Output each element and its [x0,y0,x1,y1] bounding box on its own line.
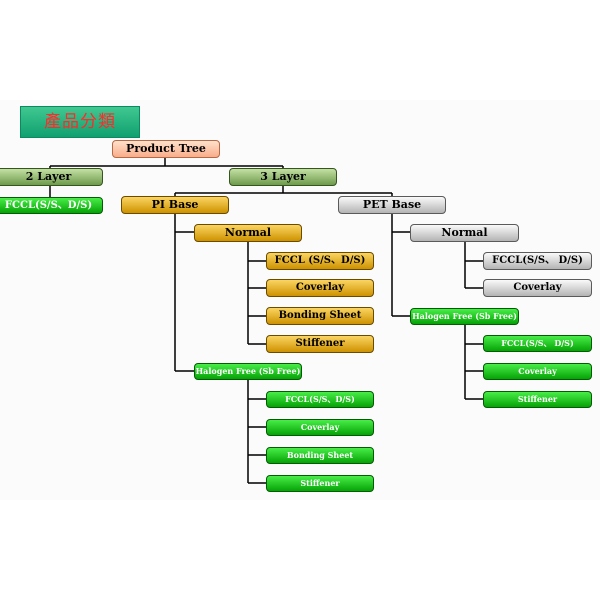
node-pi-halogen-item[interactable]: FCCL(S/S、D/S) [266,391,374,408]
node-pet-halogen-item[interactable]: Stiffener [483,391,592,408]
node-pi-halogen-item[interactable]: Coverlay [266,419,374,436]
node-pi-normal[interactable]: Normal [194,224,302,242]
node-pet-normal[interactable]: Normal [410,224,519,242]
node-pet-halogen-item[interactable]: FCCL(S/S、 D/S) [483,335,592,352]
node-2-layer[interactable]: 2 Layer [0,168,103,186]
node-pi-normal-item[interactable]: Stiffener [266,335,374,353]
node-2-layer-fccl[interactable]: FCCL(S/S、D/S) [0,197,103,214]
node-pi-halogen-item[interactable]: Stiffener [266,475,374,492]
node-pi-halogen-free[interactable]: Halogen Free (Sb Free) [194,363,302,380]
node-pi-base[interactable]: PI Base [121,196,229,214]
node-pi-normal-item[interactable]: Bonding Sheet [266,307,374,325]
node-pet-halogen-item[interactable]: Coverlay [483,363,592,380]
node-pi-normal-item[interactable]: FCCL (S/S、D/S) [266,252,374,270]
node-3-layer[interactable]: 3 Layer [229,168,337,186]
node-pi-normal-item[interactable]: Coverlay [266,279,374,297]
node-pet-base[interactable]: PET Base [338,196,446,214]
node-pet-normal-item[interactable]: Coverlay [483,279,592,297]
node-pet-halogen-free[interactable]: Halogen Free (Sb Free) [410,308,519,325]
node-pi-halogen-item[interactable]: Bonding Sheet [266,447,374,464]
node-pet-normal-item[interactable]: FCCL(S/S、 D/S) [483,252,592,270]
node-product-tree[interactable]: Product Tree [112,140,220,158]
page-title: 產品分類 [20,106,140,138]
